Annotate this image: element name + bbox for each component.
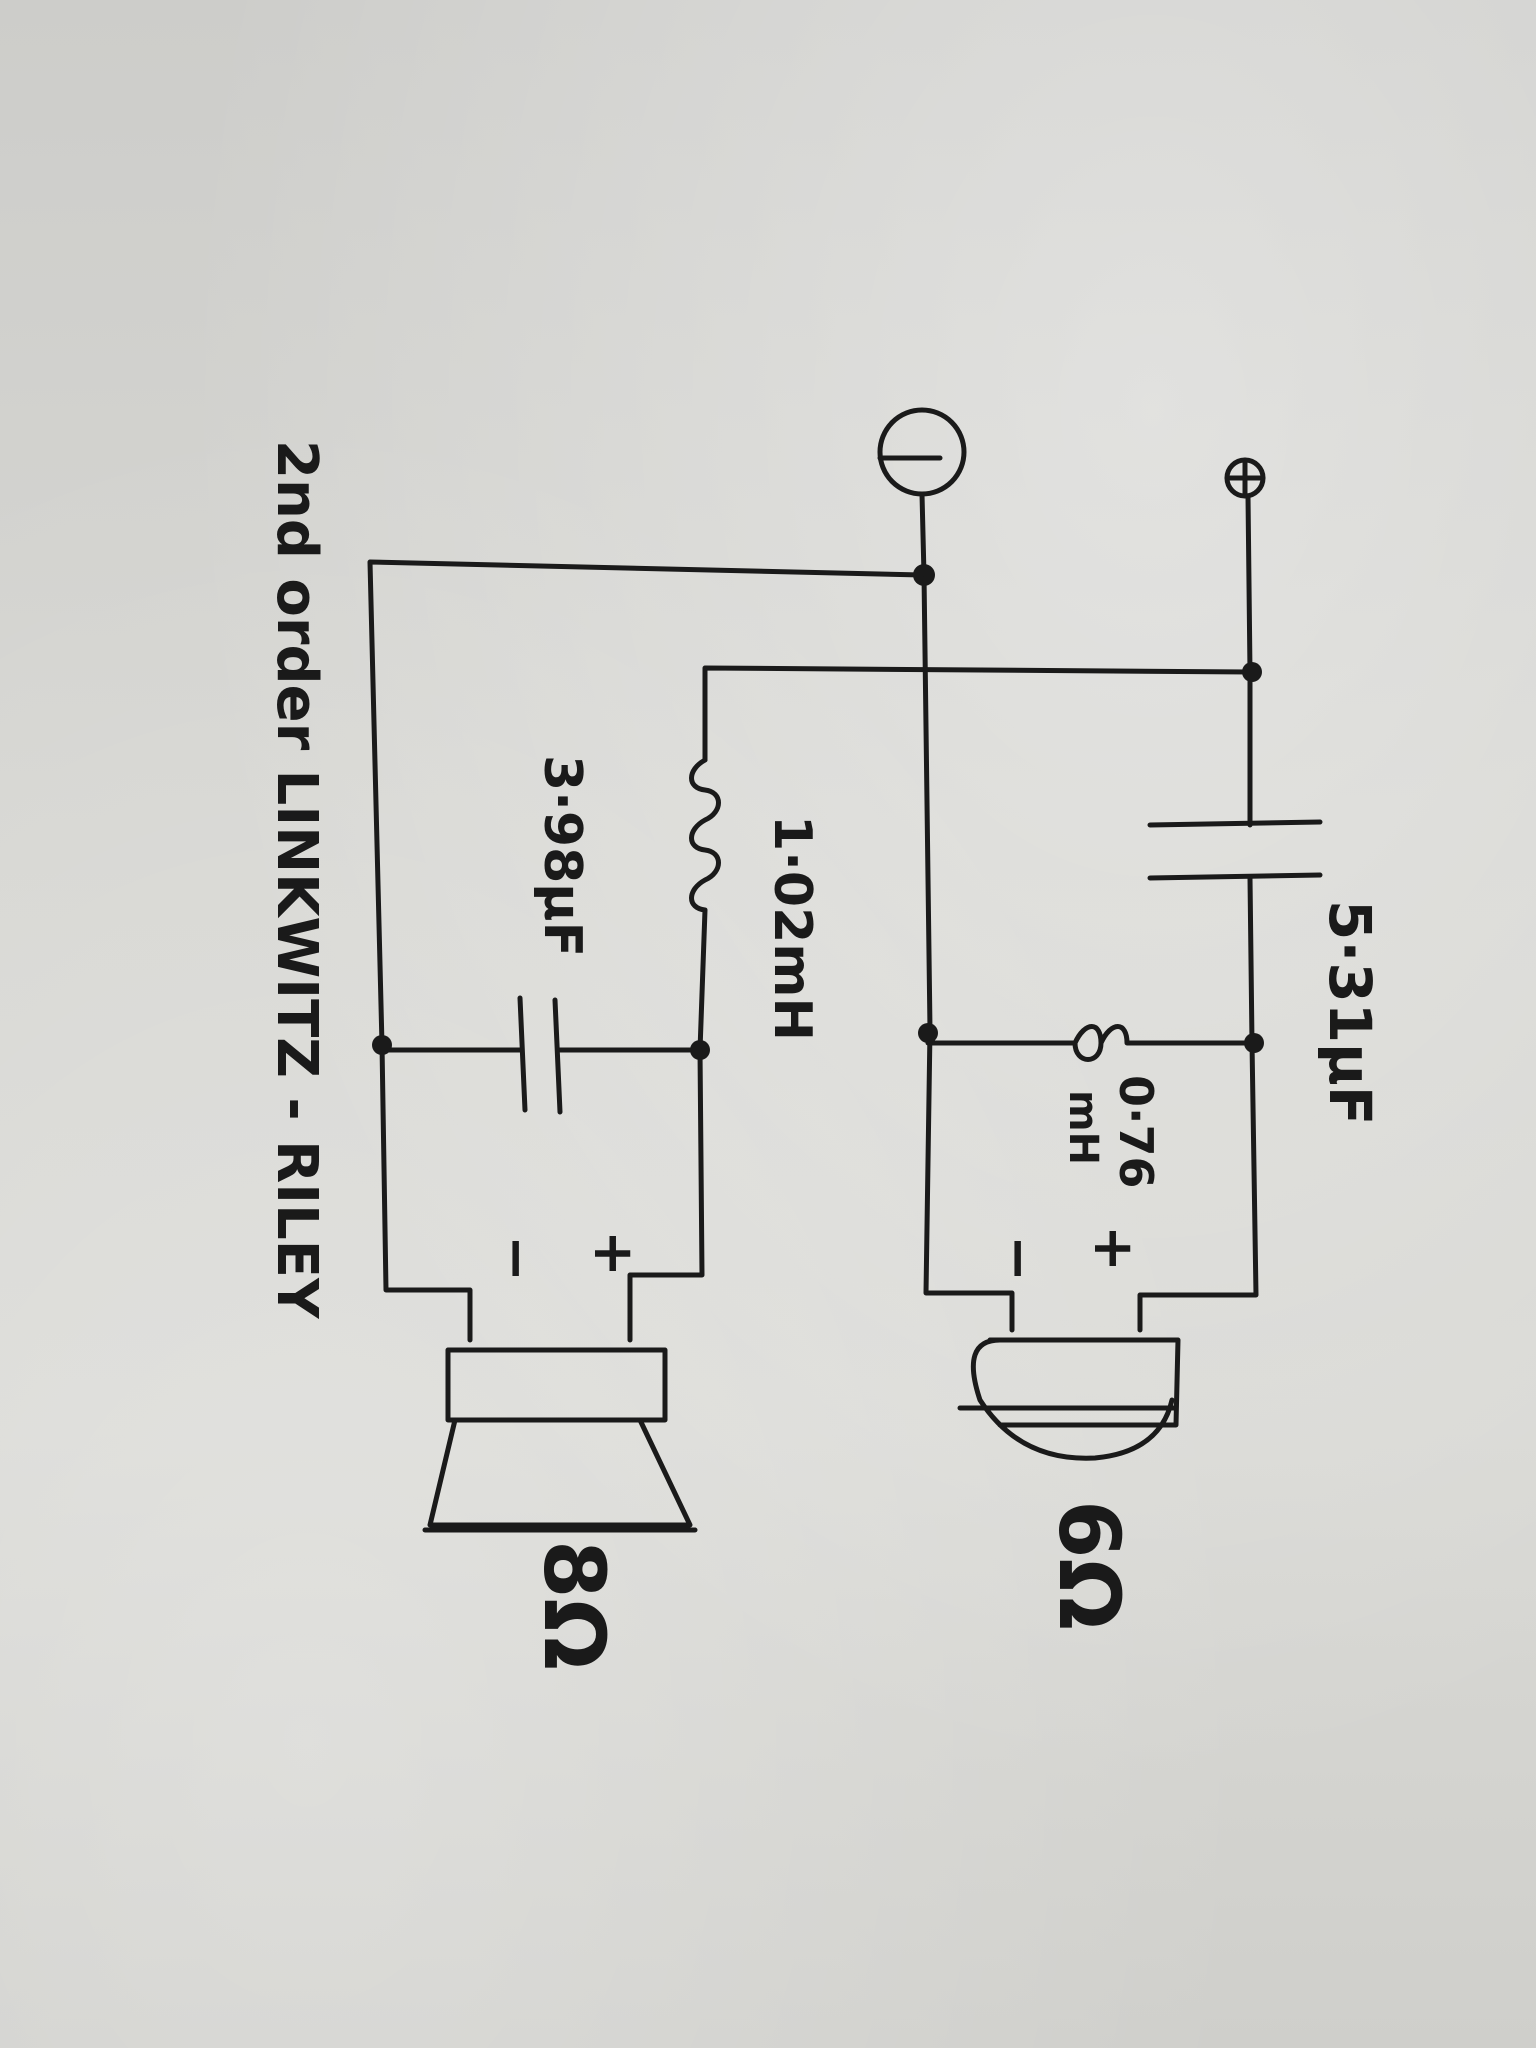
- woofer-driver-symbol: [422, 1347, 698, 1533]
- positive-rail: [1137, 493, 1259, 1333]
- inductor-l2-symbol: [689, 757, 721, 1053]
- junction-dot: [918, 1023, 938, 1043]
- inductor-l1-unit-label: mH: [1060, 1090, 1106, 1165]
- capacitor-c1-symbol: [1147, 819, 1323, 881]
- inductor-l1-symbol: [925, 1024, 1257, 1062]
- tweeter-plus-label: +: [1081, 1225, 1146, 1272]
- negative-terminal: [877, 407, 967, 497]
- woofer-negative-wire: [367, 559, 925, 1343]
- inductor-l1-value-label: 0·76: [1109, 1075, 1163, 1189]
- negative-rail: [919, 491, 1015, 1333]
- woofer-impedance-label: 8Ω: [525, 1540, 623, 1670]
- capacitor-c1-label: 5·31μF: [1316, 900, 1384, 1125]
- woofer-feed-wire: [702, 665, 1253, 763]
- inductor-l2-label: 1·02mH: [762, 815, 822, 1041]
- positive-terminal: [1224, 457, 1266, 499]
- tweeter-impedance-label: 6Ω: [1040, 1500, 1138, 1630]
- capacitor-c2-symbol: [379, 995, 703, 1115]
- tweeter-minus-label: −: [986, 1235, 1051, 1282]
- woofer-plus-label: +: [581, 1230, 646, 1277]
- diagram-caption: 2nd order LINKWITZ - RILEY: [264, 440, 329, 1320]
- woofer-positive-wire: [627, 1047, 705, 1343]
- tweeter-driver-symbol: [957, 1337, 1181, 1461]
- capacitor-c2-label: 3·98μF: [532, 755, 592, 957]
- woofer-minus-label: −: [484, 1235, 549, 1282]
